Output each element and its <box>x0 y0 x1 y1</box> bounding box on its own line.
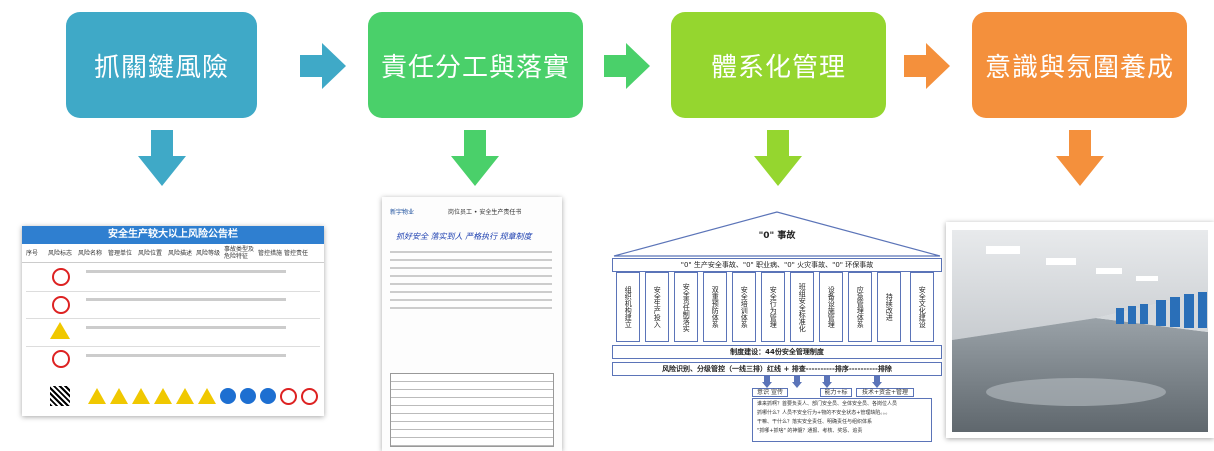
corridor-scene <box>952 230 1208 432</box>
down-arrow-icon <box>1056 130 1104 186</box>
pillar: 班组安全标准化 <box>790 272 814 342</box>
step-box-risk: 抓關鍵風險 <box>66 12 257 118</box>
pillar: 双重预防体系 <box>703 272 727 342</box>
right-arrow-icon <box>604 43 650 89</box>
pillar: 安全责任制落实 <box>674 272 698 342</box>
pyramid-bottom: 风险识别、分级管控（一线三排）红线 + 排查----------排序------… <box>612 362 942 376</box>
prohibit-sign-icon <box>301 387 318 405</box>
pillar: 应急管理体系 <box>848 272 872 342</box>
warning-sign-icon <box>176 388 194 404</box>
step-box-system: 體系化管理 <box>671 12 886 118</box>
bullet-item: 谁来抓啊？首要负责人、部门安全员、全体安全员、各岗位人员 <box>757 401 898 407</box>
step-box-culture: 意識與氛圍養成 <box>972 12 1187 118</box>
down-arrow-icon <box>138 130 186 186</box>
responsibility-document-image: 新宇物业 岗位员工 • 安全生产责任书 抓好安全 落实到人 严格执行 规章制度 <box>382 197 562 451</box>
prohibit-sign-icon <box>52 296 70 314</box>
warning-sign-icon <box>198 388 216 404</box>
prohibit-sign-icon <box>280 387 297 405</box>
pyramid-base: 制度建设：44份安全管理制度 <box>612 345 942 359</box>
warning-sign-icon <box>154 388 172 404</box>
board-header: 管理单位 <box>108 249 133 257</box>
signature-table <box>390 373 554 447</box>
mandatory-sign-icon <box>240 388 256 404</box>
right-arrow-icon <box>300 43 346 89</box>
warning-sign-icon <box>132 388 150 404</box>
system-diagram: "0" 事故 "0" 生产安全事故、"0" 职业病、"0" 火灾事故、"0" 环… <box>612 210 942 446</box>
small-box: 能力+标 <box>820 388 852 397</box>
step-label: 抓關鍵風險 <box>93 52 229 83</box>
bullet-item: 抓哪什么？人员不安全行为+物的不安全状态+管理缺陷。。。 <box>757 410 891 416</box>
board-header: 风险位置 <box>138 249 163 257</box>
prohibit-sign-icon <box>52 268 70 286</box>
roof-triangle-icon <box>613 211 941 257</box>
step-label: 意識與氛圍養成 <box>984 52 1174 83</box>
pillar: 安全生产投入 <box>645 272 669 342</box>
corridor-photo <box>946 222 1214 438</box>
pillar: 安全文化建设 <box>910 272 934 342</box>
board-header: 风险名称 <box>78 249 103 257</box>
pillar: 设备设施管理 <box>819 272 843 342</box>
bullet-box: 谁来抓啊？首要负责人、部门安全员、全体安全员、各岗位人员 抓哪什么？人员不安全行… <box>752 398 932 442</box>
doc-handwriting: 抓好安全 落实到人 严格执行 规章制度 <box>396 232 532 241</box>
step-label: 責任分工與落實 <box>380 52 570 83</box>
qr-code-icon <box>50 386 70 406</box>
risk-board-image: 安全生产较大以上风险公告栏 序号 风险标志 风险名称 管理单位 风险位置 风险描… <box>22 226 324 416</box>
mandatory-sign-icon <box>260 388 276 404</box>
board-header: 风险描述 <box>168 249 193 257</box>
pillar: 组织机构建立 <box>616 272 640 342</box>
pyramid-goal: "0" 生产安全事故、"0" 职业病、"0" 火灾事故、"0" 环保事故 <box>612 258 942 272</box>
board-header: 管控措施 <box>258 249 283 257</box>
board-header-row: 序号 风险标志 风险名称 管理单位 风险位置 风险描述 风险等级 事故类型及危险… <box>22 244 324 263</box>
small-box: 技术+资金+管理 <box>856 388 914 397</box>
doc-logo: 新宇物业 <box>390 209 415 216</box>
board-header: 风险等级 <box>196 249 221 257</box>
warning-sign-icon <box>88 388 106 404</box>
down-arrow-icon <box>754 130 802 186</box>
board-title: 安全生产较大以上风险公告栏 <box>22 226 324 244</box>
pillar: 安全培训体系 <box>732 272 756 342</box>
bullet-item: 干嘛、干什么？落实安全责任、明确责任与组织体系 <box>757 419 873 425</box>
pyramid-apex: "0" 事故 <box>758 231 796 241</box>
board-rows <box>26 264 320 374</box>
small-down-arrow-icon <box>762 376 882 388</box>
right-arrow-icon <box>904 43 950 89</box>
board-header: 序号 <box>26 249 39 257</box>
step-box-responsibility: 責任分工與落實 <box>368 12 583 118</box>
small-box: 意识 宣传 <box>752 388 788 397</box>
doc-header: 岗位员工 • 安全生产责任书 <box>448 209 522 216</box>
board-header: 风险标志 <box>48 249 73 257</box>
sign-strip <box>28 384 318 408</box>
board-header: 管控责任 <box>284 249 309 257</box>
pillar: 持续改进 <box>877 272 901 342</box>
warning-sign-icon <box>110 388 128 404</box>
prohibit-sign-icon <box>52 350 70 368</box>
step-label: 體系化管理 <box>710 52 846 83</box>
pillar: 安全行为管理 <box>761 272 785 342</box>
mandatory-sign-icon <box>220 388 236 404</box>
bullet-item: "抓哪+抓啥" 的神髓？通报、考核、奖惩、追责 <box>757 428 863 434</box>
down-arrow-icon <box>451 130 499 186</box>
warning-sign-icon <box>50 322 70 339</box>
board-header: 事故类型及危险特征 <box>224 246 255 260</box>
